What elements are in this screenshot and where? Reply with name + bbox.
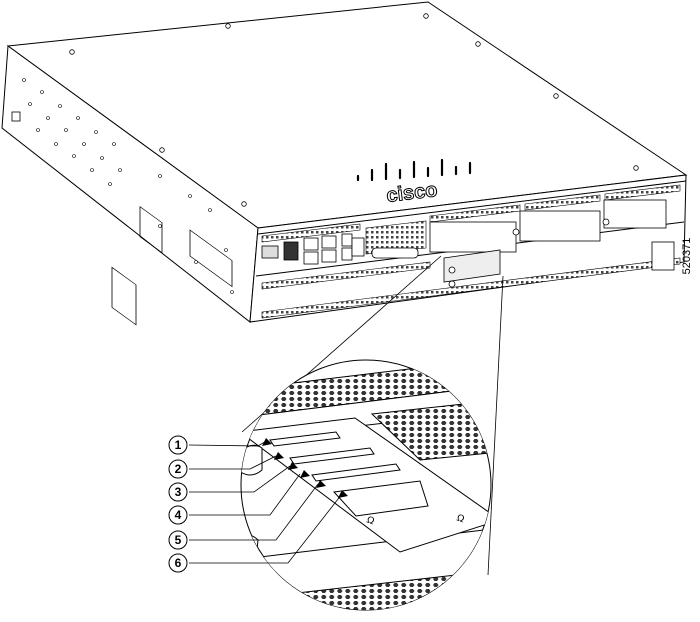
- highlight-area: [443, 249, 501, 288]
- callout-5: 5: [168, 530, 188, 550]
- nim-slot-1: [429, 221, 517, 253]
- svg-text:1: 1: [175, 438, 182, 452]
- svg-text:Ω: Ω: [455, 512, 466, 525]
- sfp-port-1: [341, 233, 353, 247]
- callout-1: 1: [168, 435, 188, 455]
- svg-text:2: 2: [175, 462, 182, 476]
- sfp-port-2: [341, 247, 353, 261]
- svg-text:6: 6: [175, 556, 182, 570]
- svg-text:Ω: Ω: [365, 514, 376, 527]
- callout-markers: [262, 438, 348, 498]
- svg-text:5: 5: [175, 533, 182, 547]
- svg-text:4: 4: [175, 508, 182, 522]
- rj45-port-2: [321, 235, 337, 249]
- usb-port: [283, 241, 299, 261]
- callout-2: 2: [168, 459, 188, 479]
- callout-4: 4: [168, 505, 188, 525]
- console-port: [261, 245, 279, 259]
- module-card: [241, 417, 491, 553]
- psu-handle: [651, 241, 675, 271]
- side-vent-holes: [22, 78, 234, 294]
- rj45-port-3: [303, 251, 319, 265]
- figure-id: 520371: [681, 238, 693, 275]
- nim-slot-2: [519, 210, 601, 242]
- rj45-port-1: [303, 237, 319, 251]
- magnified-view: ⟡ Ω Ω: [230, 359, 492, 611]
- side-panel-details: [11, 111, 233, 326]
- nim-slot-3: [603, 199, 667, 229]
- top-screws: [69, 13, 639, 207]
- front-ports: [261, 199, 675, 271]
- front-vents: [261, 184, 681, 319]
- callout-6: 6: [168, 553, 188, 573]
- svg-text:⟡: ⟡: [230, 481, 238, 495]
- svg-text:3: 3: [175, 485, 182, 499]
- callout-3: 3: [168, 482, 188, 502]
- rj45-port-4: [321, 249, 337, 263]
